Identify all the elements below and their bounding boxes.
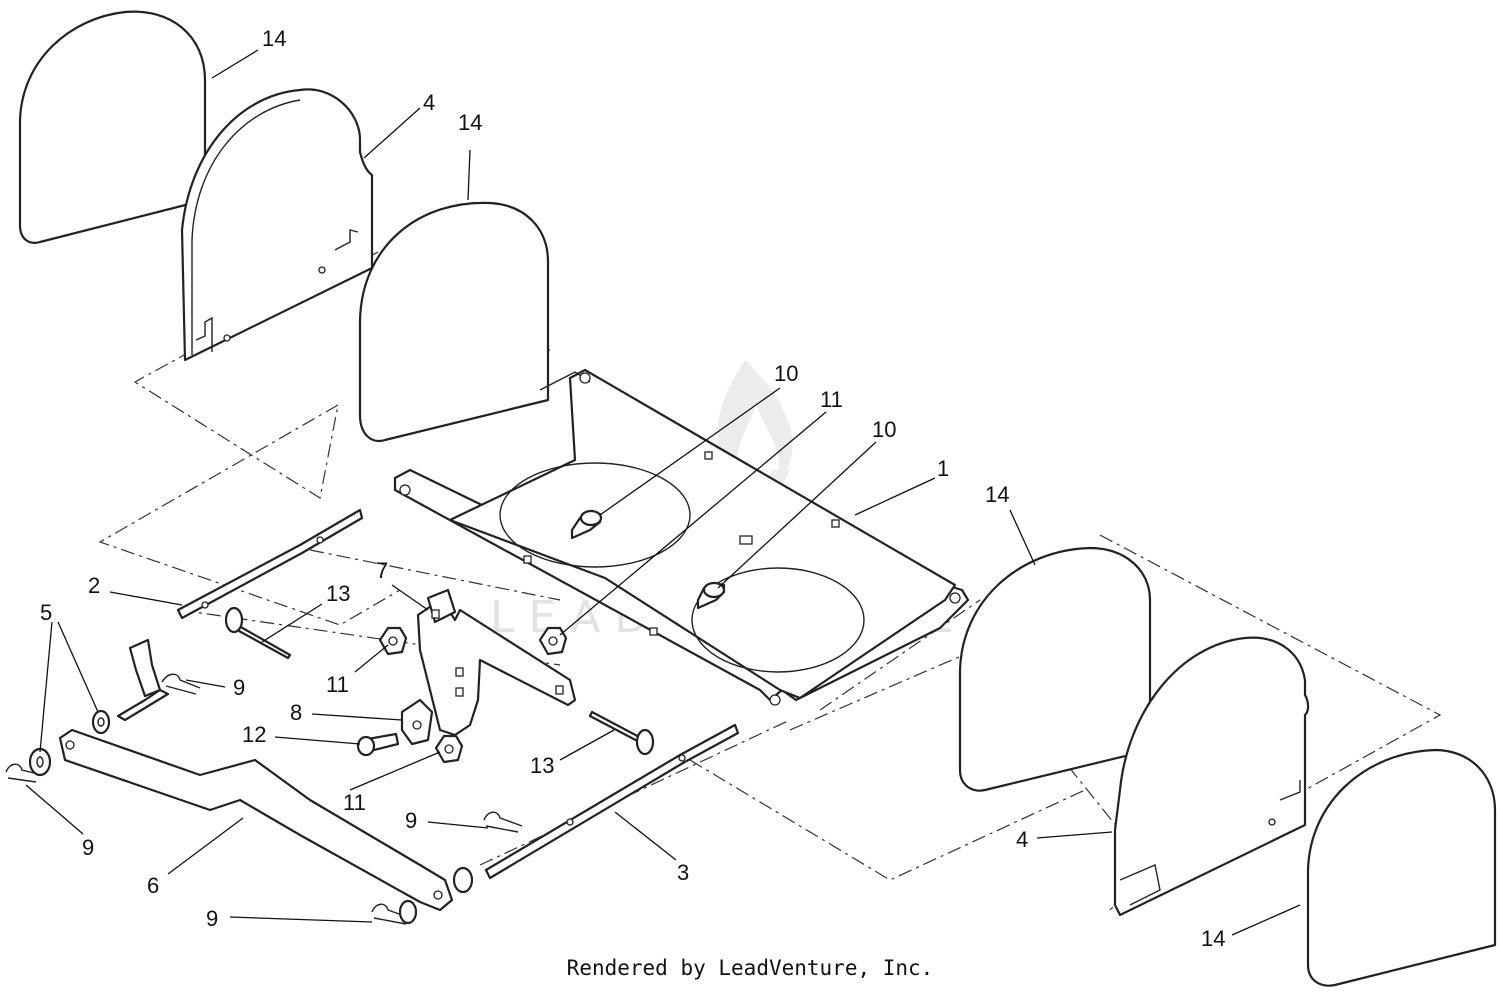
wheel-weight-upper-left [18,10,207,244]
hairpin-clip-left [5,763,39,783]
link-bar [58,728,454,912]
callout-14-upper-middle: 14 [458,110,482,135]
hairpin-clip-mid [483,811,523,833]
wheel-weight-upper-middle [358,201,550,442]
washer-lower [28,747,52,777]
callout-8: 8 [290,700,302,725]
callout-10-upper: 10 [774,361,798,386]
callout-14-lower-right: 14 [1201,926,1225,951]
callout-13-upper: 13 [326,581,350,606]
callout-5: 5 [40,600,52,625]
callout-13-lower: 13 [530,753,554,778]
rod-upper [116,508,364,722]
callout-1: 1 [937,456,949,481]
callout-11-upper: 11 [820,387,843,412]
callout-2: 2 [88,573,100,598]
nut-center [538,626,568,656]
nut-left [378,626,408,656]
center-bracket [400,588,577,746]
callout-numbers: 14 4 14 10 11 10 1 14 2 13 7 5 9 11 8 12… [40,26,1225,951]
callout-12: 12 [242,722,266,747]
callout-9-mid: 9 [405,808,417,833]
wheel-weight-lower-right [1306,748,1497,987]
wheel-weight-right-middle [958,546,1152,792]
callout-9-upper: 9 [233,675,245,700]
callout-14-right-middle: 14 [985,482,1009,507]
callout-9-left: 9 [82,835,94,860]
callout-11-lower: 11 [343,790,366,815]
mounting-plate [393,368,970,706]
callout-10-lower: 10 [872,417,896,442]
callout-6: 6 [147,873,159,898]
bracket-plate-lower [1113,636,1310,917]
callout-14-upper-left: 14 [262,26,286,51]
callout-9-bottom: 9 [206,906,218,931]
pin-upper [224,606,292,660]
washer-link-end [398,866,474,925]
bracket-plate-upper [180,88,374,362]
callout-4-lower: 4 [1016,827,1028,852]
bolt-upper [570,509,603,540]
shoulder-bolt [356,732,400,757]
render-credit: Rendered by LeadVenture, Inc. [566,956,934,980]
callout-7: 7 [376,558,388,583]
hairpin-clip-bottom [371,903,411,925]
callout-3: 3 [677,860,689,885]
leader-lines [25,49,1301,936]
callout-4-upper: 4 [423,90,435,115]
callout-11-left: 11 [326,672,349,697]
rod-lower [484,723,740,880]
nut-lower [434,734,464,764]
bolt-lower [696,581,726,610]
hairpin-clip-upper [161,673,201,695]
pin-lower [588,710,655,756]
washer-upper [91,709,111,735]
